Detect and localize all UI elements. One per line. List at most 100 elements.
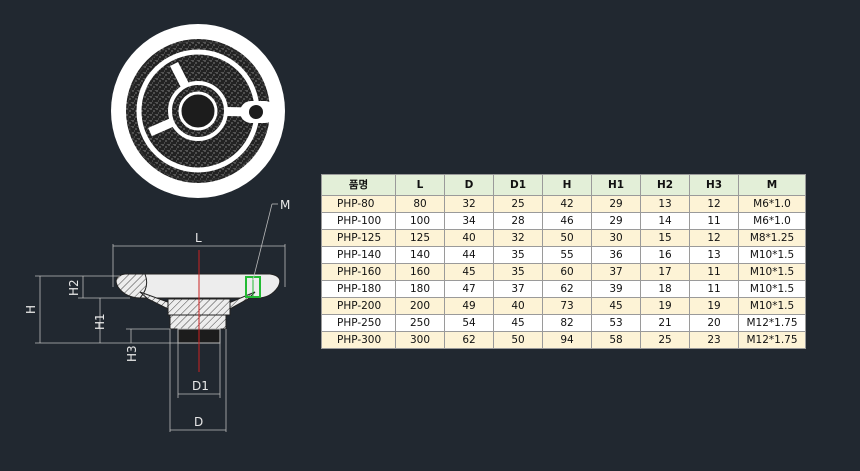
value-cell: 17	[640, 263, 690, 281]
column-header: H2	[640, 174, 690, 196]
column-header: 품명	[321, 174, 396, 196]
value-cell: 39	[591, 280, 641, 298]
value-cell: 200	[395, 297, 445, 315]
value-cell: 53	[591, 314, 641, 332]
model-cell: PHP-80	[321, 195, 396, 213]
value-cell: 35	[493, 246, 543, 264]
model-cell: PHP-200	[321, 297, 396, 315]
value-cell: 21	[640, 314, 690, 332]
value-cell: 40	[444, 229, 494, 247]
value-cell: 25	[493, 195, 543, 213]
value-cell: 180	[395, 280, 445, 298]
value-cell: 32	[444, 195, 494, 213]
dim-label-L: L	[195, 231, 202, 245]
value-cell: 11	[689, 212, 739, 230]
value-cell: M10*1.5	[738, 246, 806, 264]
value-cell: 18	[640, 280, 690, 298]
dim-label-D1: D1	[192, 379, 209, 393]
model-cell: PHP-140	[321, 246, 396, 264]
model-cell: PHP-300	[321, 331, 396, 349]
model-cell: PHP-125	[321, 229, 396, 247]
value-cell: 30	[591, 229, 641, 247]
model-cell: PHP-160	[321, 263, 396, 281]
value-cell: 23	[689, 331, 739, 349]
value-cell: 34	[444, 212, 494, 230]
value-cell: 140	[395, 246, 445, 264]
column-header: H3	[689, 174, 739, 196]
value-cell: M10*1.5	[738, 280, 806, 298]
dim-label-D: D	[194, 415, 203, 429]
value-cell: 46	[542, 212, 592, 230]
value-cell: 44	[444, 246, 494, 264]
value-cell: 42	[542, 195, 592, 213]
value-cell: 35	[493, 263, 543, 281]
value-cell: 12	[689, 229, 739, 247]
value-cell: 58	[591, 331, 641, 349]
value-cell: 19	[689, 297, 739, 315]
value-cell: 29	[591, 195, 641, 213]
dim-label-M: M	[280, 198, 290, 212]
value-cell: 13	[640, 195, 690, 213]
value-cell: 100	[395, 212, 445, 230]
value-cell: 250	[395, 314, 445, 332]
value-cell: 55	[542, 246, 592, 264]
value-cell: 12	[689, 195, 739, 213]
value-cell: 11	[689, 280, 739, 298]
value-cell: 37	[591, 263, 641, 281]
handwheel-side-view	[115, 250, 281, 372]
value-cell: 80	[395, 195, 445, 213]
value-cell: 45	[493, 314, 543, 332]
value-cell: M12*1.75	[738, 331, 806, 349]
value-cell: 20	[689, 314, 739, 332]
value-cell: 37	[493, 280, 543, 298]
value-cell: 82	[542, 314, 592, 332]
value-cell: M6*1.0	[738, 195, 806, 213]
value-cell: 62	[444, 331, 494, 349]
value-cell: 50	[542, 229, 592, 247]
model-cell: PHP-180	[321, 280, 396, 298]
value-cell: 25	[640, 331, 690, 349]
column-header: L	[395, 174, 445, 196]
dim-label-H1: H1	[93, 313, 107, 330]
value-cell: 73	[542, 297, 592, 315]
value-cell: 14	[640, 212, 690, 230]
handwheel-top-view	[111, 24, 285, 198]
dimension-lines	[35, 203, 286, 432]
dim-label-H: H	[24, 305, 38, 314]
spec-table-header-row: 품명 L D D1 H H1 H2 H3 M	[321, 174, 806, 196]
column-header: D	[444, 174, 494, 196]
value-cell: 49	[444, 297, 494, 315]
value-cell: M10*1.5	[738, 297, 806, 315]
value-cell: 45	[591, 297, 641, 315]
value-cell: 62	[542, 280, 592, 298]
value-cell: M8*1.25	[738, 229, 806, 247]
value-cell: 94	[542, 331, 592, 349]
value-cell: 16	[640, 246, 690, 264]
value-cell: 125	[395, 229, 445, 247]
value-cell: 19	[640, 297, 690, 315]
value-cell: 45	[444, 263, 494, 281]
column-header: H	[542, 174, 592, 196]
value-cell: 40	[493, 297, 543, 315]
value-cell: 15	[640, 229, 690, 247]
value-cell: 160	[395, 263, 445, 281]
value-cell: 36	[591, 246, 641, 264]
value-cell: 32	[493, 229, 543, 247]
value-cell: 300	[395, 331, 445, 349]
value-cell: 11	[689, 263, 739, 281]
model-cell: PHP-250	[321, 314, 396, 332]
value-cell: M12*1.75	[738, 314, 806, 332]
value-cell: 47	[444, 280, 494, 298]
value-cell: 28	[493, 212, 543, 230]
value-cell: M10*1.5	[738, 263, 806, 281]
